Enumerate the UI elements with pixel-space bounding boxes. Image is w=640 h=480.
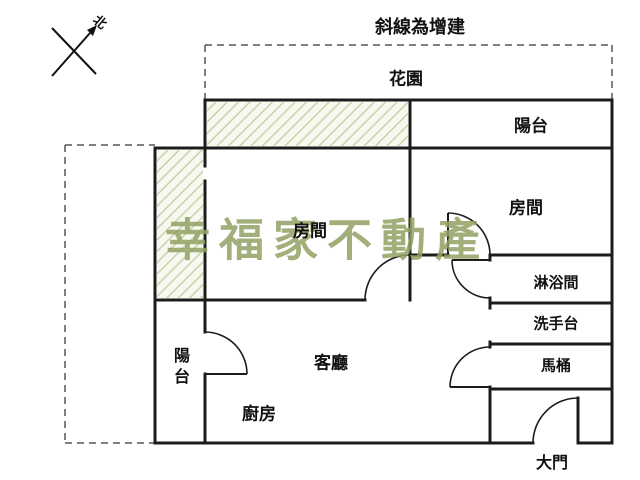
room-label-living: 客廳 [314, 353, 348, 373]
room-label-balcony-left: 陽台 [171, 347, 188, 389]
north-compass-icon [51, 25, 97, 77]
dashed-boundary [64, 44, 613, 444]
walls [153, 98, 614, 445]
room-label-room-right: 房間 [509, 198, 543, 218]
room-label-toilet: 馬桶 [540, 357, 572, 375]
room-label-kitchen: 廚房 [242, 404, 276, 424]
room-label-garden: 花園 [389, 69, 423, 89]
legend-title: 斜線為增建 [375, 17, 465, 37]
hatch-areas [157, 102, 408, 298]
door-leaves [205, 213, 490, 388]
room-label-balcony-top: 陽台 [514, 116, 548, 136]
room-label-sink: 洗手台 [533, 315, 579, 333]
room-label-shower: 淋浴間 [533, 274, 579, 292]
door-arcs [204, 212, 579, 444]
room-label-main-door: 大門 [535, 455, 569, 472]
room-label-room-middle: 房間 [293, 221, 327, 241]
watermark-text: 幸福家不動產 [164, 214, 490, 266]
